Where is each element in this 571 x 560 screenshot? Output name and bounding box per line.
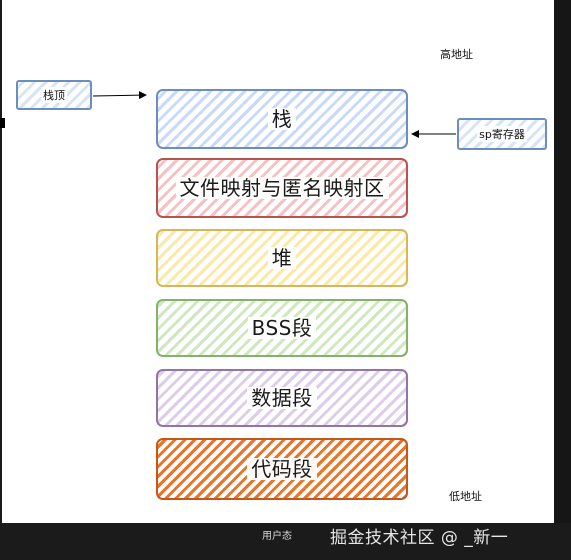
frame-left-edge [0,0,2,560]
sp-register-label: sp寄存器 [477,126,527,142]
stack-top-label: 栈顶 [41,87,67,103]
code-segment: 代码段 [156,438,408,500]
data-segment-label: 数据段 [247,387,317,409]
sp-register-callout: sp寄存器 [457,118,547,150]
frame-left-tick [0,118,5,128]
low-address-label: 低地址 [449,490,482,503]
frame-right-edge [554,0,571,560]
data-segment: 数据段 [156,369,408,427]
bss-segment: BSS段 [156,299,408,357]
stack-top-callout: 栈顶 [16,80,92,110]
stack-top-arrow [92,91,147,100]
high-address-label: 高地址 [440,48,473,61]
heap-segment: 堆 [156,229,408,287]
frame-bottom-edge [0,523,571,560]
mmap-segment: 文件映射与匿名映射区 [156,158,408,218]
mmap-segment-label: 文件映射与匿名映射区 [175,177,389,199]
bss-segment-label: BSS段 [247,317,317,339]
user-mode-label: 用户态 [262,531,292,542]
stack-segment-label: 栈 [267,108,297,130]
heap-segment-label: 堆 [267,247,297,269]
code-segment-label: 代码段 [247,458,317,480]
watermark-text: 掘金技术社区 @ _新一 [330,528,509,548]
stack-segment: 栈 [156,89,408,149]
